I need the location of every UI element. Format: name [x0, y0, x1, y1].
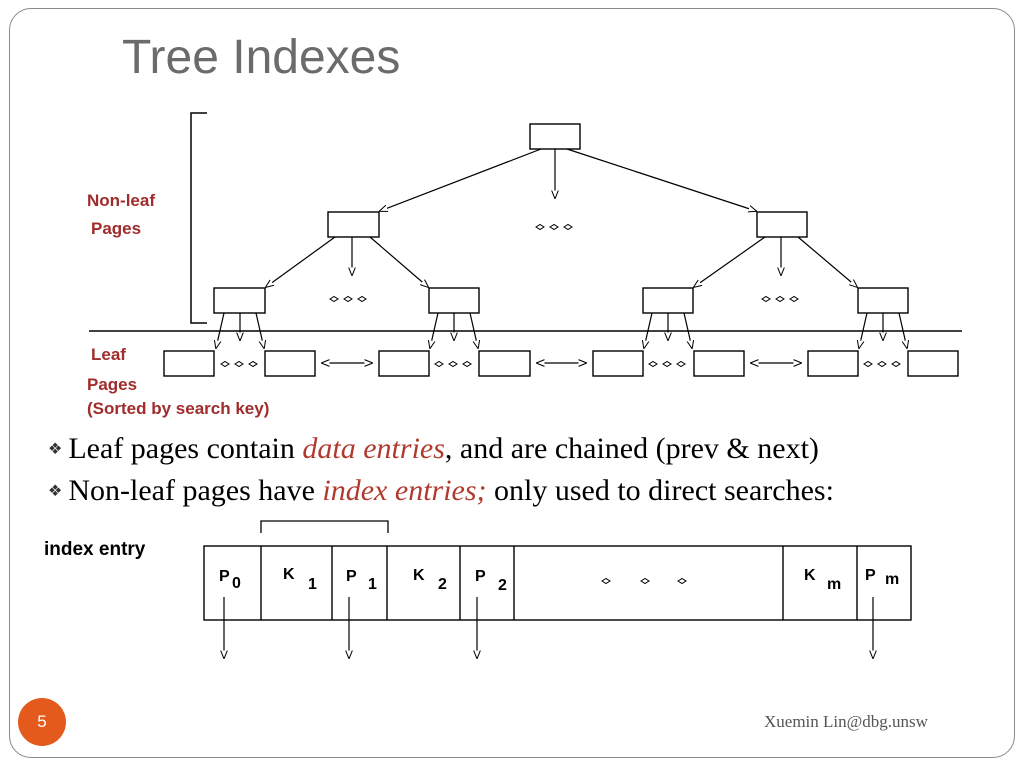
leaf-page — [693, 350, 745, 377]
ellipsis-leaf-3 — [648, 360, 686, 368]
slide-frame — [9, 8, 1015, 758]
leaf-page — [264, 350, 316, 377]
cell-p2-sub: 2 — [498, 577, 507, 594]
bullet-text: , and are chained (prev & next) — [444, 432, 819, 465]
leaf-pages-label-line1: Leaf — [91, 345, 126, 364]
page-number-badge: 5 — [18, 698, 66, 746]
cell-pm-main: P — [865, 567, 876, 584]
bullet-emphasis: index entries; — [322, 474, 487, 507]
index-entry-pointer-arrows — [224, 597, 873, 658]
index-entry-label: index entry — [44, 539, 146, 560]
cell-km-sub: m — [827, 576, 841, 593]
cell-k1-sub: 1 — [308, 576, 317, 593]
leaf-page — [592, 350, 644, 377]
level2-node-1 — [213, 287, 266, 314]
leaf-page — [907, 350, 959, 377]
cell-p0-main: P — [219, 568, 230, 585]
level1-node-left — [327, 211, 380, 238]
cell-pm-sub: m — [885, 571, 899, 588]
leaf-page — [163, 350, 215, 377]
leaf-pages-label-line2: Pages — [87, 375, 138, 394]
cell-p0-sub: 0 — [232, 575, 241, 592]
ellipsis-level2-right — [761, 295, 799, 303]
ellipsis-leaf-4 — [863, 360, 901, 368]
cell-p1-main: P — [346, 568, 357, 585]
ellipsis-level2-left — [329, 295, 367, 303]
index-entry-record — [203, 545, 912, 621]
index-entry-cell-labels: P 0 K 1 P 1 K 2 P 2 K m P m — [219, 566, 899, 594]
ellipsis-leaf-1 — [220, 360, 258, 368]
level1-node-right — [756, 211, 808, 238]
cell-km-main: K — [804, 567, 816, 584]
ellipsis-leaf-2 — [434, 360, 472, 368]
cell-p2-main: P — [475, 568, 486, 585]
level2-node-3 — [642, 287, 694, 314]
leaf-pages — [163, 350, 959, 377]
bullet-text: Leaf pages contain — [68, 432, 303, 465]
ellipsis-markers — [220, 223, 901, 368]
bullet-leaf-pages: ❖ Leaf pages contain data entries, and ar… — [48, 432, 819, 466]
root-node — [529, 123, 581, 150]
index-entry-ellipsis — [601, 577, 687, 585]
cell-k2-main: K — [413, 567, 425, 584]
nonleaf-pages-label-line1: Non-leaf — [87, 191, 155, 210]
footer-credit: Xuemin Lin@dbg.unsw — [764, 712, 928, 731]
leaf-page — [478, 350, 531, 377]
leaf-page — [807, 350, 859, 377]
leaf-page — [378, 350, 430, 377]
bullet-nonleaf-pages: ❖ Non-leaf pages have index entries; only… — [48, 474, 834, 508]
cell-k1-main: K — [283, 566, 295, 583]
nonleaf-nodes — [213, 123, 909, 314]
cell-p1-sub: 1 — [368, 576, 377, 593]
level2-node-2 — [428, 287, 480, 314]
leaf-pages-label-line3: (Sorted by search key) — [87, 399, 270, 418]
tree-edges — [216, 148, 907, 348]
bullet-text: Non-leaf pages have — [68, 474, 323, 507]
index-entry-bracket — [260, 520, 389, 533]
bullet-emphasis: data entries — [302, 432, 445, 465]
level2-node-4 — [857, 287, 909, 314]
nonleaf-pages-label-line2: Pages — [91, 219, 142, 238]
bullet-diamond-icon: ❖ — [48, 441, 63, 458]
nonleaf-bracket — [190, 112, 207, 324]
cell-k2-sub: 2 — [438, 576, 447, 593]
bullet-text: only used to direct searches: — [486, 474, 834, 507]
bullet-diamond-icon: ❖ — [48, 483, 63, 500]
ellipsis-level1 — [535, 223, 573, 231]
slide-title: Tree Indexes — [122, 31, 401, 84]
